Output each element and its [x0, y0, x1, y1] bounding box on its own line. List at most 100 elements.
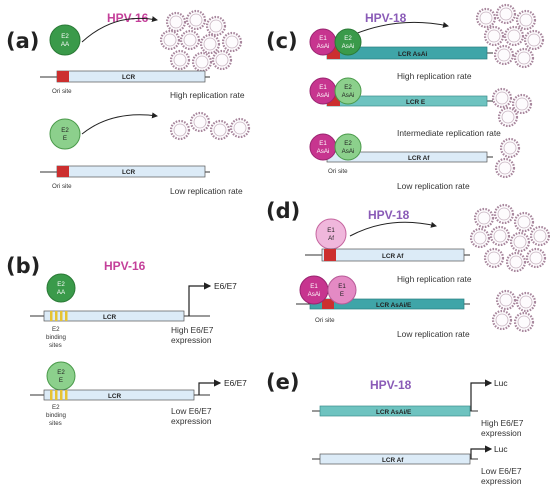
- panel-e: (e) HPV-18 LCR AsAi/E Luc High E6/E7 exp…: [266, 370, 524, 486]
- svg-text:AsAi: AsAi: [342, 148, 355, 155]
- panel-d-top-lcr-bar: [321, 248, 465, 262]
- panel-c-row1-arrow: [354, 21, 449, 35]
- panel-a-bottom-rate: Low replication rate: [170, 186, 243, 196]
- panel-c: (c) HPV-18 LCR AsAi E1 AsAi E2 AsAi High…: [266, 3, 545, 191]
- panel-c-row2-e2-protein: E2 AsAi: [334, 77, 362, 105]
- panel-c-row3-lcr-label: LCR Af: [408, 155, 430, 162]
- svg-text:AA: AA: [61, 41, 70, 48]
- panel-c-row2-rate: Intermediate replication rate: [397, 128, 501, 138]
- panel-b-top-expr-line1: High E6/E7: [171, 325, 214, 335]
- panel-c-row1-lcr-label: LCR AsAi: [398, 51, 427, 58]
- panel-a-top-ori-label: Ori site: [52, 88, 72, 95]
- panel-d-bottom-ori: [322, 299, 334, 309]
- panel-c-row2-lcr-label: LCR E: [406, 99, 426, 106]
- svg-text:AsAi: AsAi: [342, 43, 355, 50]
- panel-b-e2-e-protein: E2 E: [46, 361, 76, 391]
- panel-b-bottom-sites-line2: binding: [46, 412, 67, 419]
- panel-b-bottom-binding-sites: [50, 390, 68, 400]
- panel-a-top-arrow: [81, 16, 158, 43]
- panel-b-top-lcr-bar: [43, 310, 185, 322]
- panel-e-title: HPV-18: [370, 378, 412, 392]
- panel-a-top-lcr-label: LCR: [122, 74, 136, 81]
- svg-text:E2: E2: [57, 281, 65, 288]
- panel-a-bottom-lcr-label: LCR: [122, 169, 136, 176]
- svg-text:E2: E2: [61, 127, 69, 134]
- panel-a-bottom-ori: [57, 166, 69, 177]
- svg-text:E: E: [59, 377, 63, 384]
- panel-c-row1-rate: High replication rate: [397, 71, 472, 81]
- panel-d-e1-asai-protein: E1 AsAi: [299, 275, 329, 305]
- svg-text:E2: E2: [344, 140, 352, 147]
- panel-a-top-ori: [57, 71, 69, 82]
- panel-b-top-sites-line3: sites: [49, 342, 62, 349]
- panel-d-bottom-lcr-label: LCR AsAi/E: [376, 302, 412, 309]
- panel-d-e1-e-protein: E1 E: [327, 275, 357, 305]
- panel-a-bottom-virion-cluster: [169, 111, 251, 141]
- panel-d-title: HPV-18: [368, 208, 410, 222]
- panel-label-b: (b): [6, 254, 40, 278]
- svg-text:E1: E1: [338, 283, 346, 290]
- panel-e-top-promoter-arrow: [470, 379, 493, 411]
- panel-d-top-arrow: [349, 221, 437, 237]
- svg-text:E1: E1: [327, 227, 335, 234]
- panel-c-row3-rate: Low replication rate: [397, 181, 470, 191]
- svg-text:E2: E2: [344, 84, 352, 91]
- panel-e-top-expr-line2: expression: [481, 428, 522, 438]
- panel-b-bottom-sites-line3: sites: [49, 420, 62, 427]
- panel-d-bottom-virion-cluster: [491, 289, 537, 333]
- svg-text:AsAi: AsAi: [317, 92, 330, 99]
- panel-b-top-binding-sites: [50, 311, 68, 321]
- svg-text:AsAi: AsAi: [317, 43, 330, 50]
- panel-d-top-lcr-label: LCR Af: [382, 253, 404, 260]
- panel-e-top-promoter-label: Luc: [494, 378, 508, 388]
- svg-text:E1: E1: [319, 35, 327, 42]
- panel-c-row3-e2-protein: E2 AsAi: [334, 133, 362, 161]
- panel-c-row3-e1-protein: E1 AsAi: [309, 133, 337, 161]
- panel-c-row1-e2-protein: E2 AsAi: [334, 28, 362, 56]
- panel-b-top-promoter-arrow: [188, 282, 212, 316]
- panel-b-bottom-expr-line1: Low E6/E7: [171, 406, 212, 416]
- panel-c-row2-ori: [327, 96, 340, 106]
- panel-a-bottom-arrow: [81, 112, 158, 135]
- svg-text:E1: E1: [310, 283, 318, 290]
- panel-e-top-expr-line1: High E6/E7: [481, 418, 524, 428]
- panel-b-top-promoter-label: E6/E7: [214, 281, 237, 291]
- panel-a-top-rate: High replication rate: [170, 90, 245, 100]
- svg-text:AsAi: AsAi: [317, 148, 330, 155]
- panel-e-bottom-promoter-label: Luc: [494, 444, 508, 454]
- panel-d: (d) HPV-18 E1 Af LCR Af High replication…: [266, 199, 550, 339]
- panel-b-top-lcr-label: LCR: [103, 314, 117, 321]
- panel-e-bottom-lcr-bar: [319, 453, 471, 465]
- svg-text:E: E: [340, 291, 344, 298]
- svg-text:E1: E1: [319, 140, 327, 147]
- panel-c-row3-virion-cluster: [494, 137, 521, 179]
- panel-e-bottom-lcr-label: LCR Af: [382, 457, 404, 464]
- svg-text:E2: E2: [61, 33, 69, 40]
- panel-e-bottom-promoter-arrow: [470, 445, 493, 459]
- panel-c-row2-virion-cluster: [491, 87, 533, 128]
- svg-text:E2: E2: [344, 35, 352, 42]
- panel-e-top-lcr-bar: [319, 405, 471, 417]
- panel-d-e1-af-protein: E1 Af: [315, 218, 347, 250]
- svg-text:AsAi: AsAi: [308, 291, 321, 298]
- panel-label-a: (a): [6, 29, 39, 53]
- panel-d-top-virion-cluster: [469, 203, 550, 273]
- panel-a-bottom-ori-label: Ori site: [52, 183, 72, 190]
- panel-b-top-sites-line2: binding: [46, 334, 67, 341]
- panel-e-bottom-expr-line1: Low E6/E7: [481, 466, 522, 476]
- panel-d-bottom-rate: Low replication rate: [397, 329, 470, 339]
- panel-b-bottom-expr-line2: expression: [171, 416, 212, 426]
- panel-a-e2-e-protein: E2 E: [49, 118, 81, 150]
- svg-text:Af: Af: [328, 235, 334, 242]
- panel-b-title: HPV-16: [104, 259, 146, 273]
- panel-label-e: (e): [266, 370, 299, 394]
- svg-text:E: E: [63, 135, 67, 142]
- panel-b-bottom-lcr-bar: [43, 389, 195, 401]
- panel-c-row1-e1-protein: E1 AsAi: [309, 28, 337, 56]
- panel-a: (a) HPV-16 E2 AA LCR Ori site High repli…: [6, 9, 251, 196]
- panel-d-bottom-ori-label: Ori site: [315, 317, 335, 324]
- panel-b-e2-aa-protein: E2 AA: [46, 273, 76, 303]
- svg-text:E2: E2: [57, 369, 65, 376]
- panel-d-top-ori: [324, 249, 336, 261]
